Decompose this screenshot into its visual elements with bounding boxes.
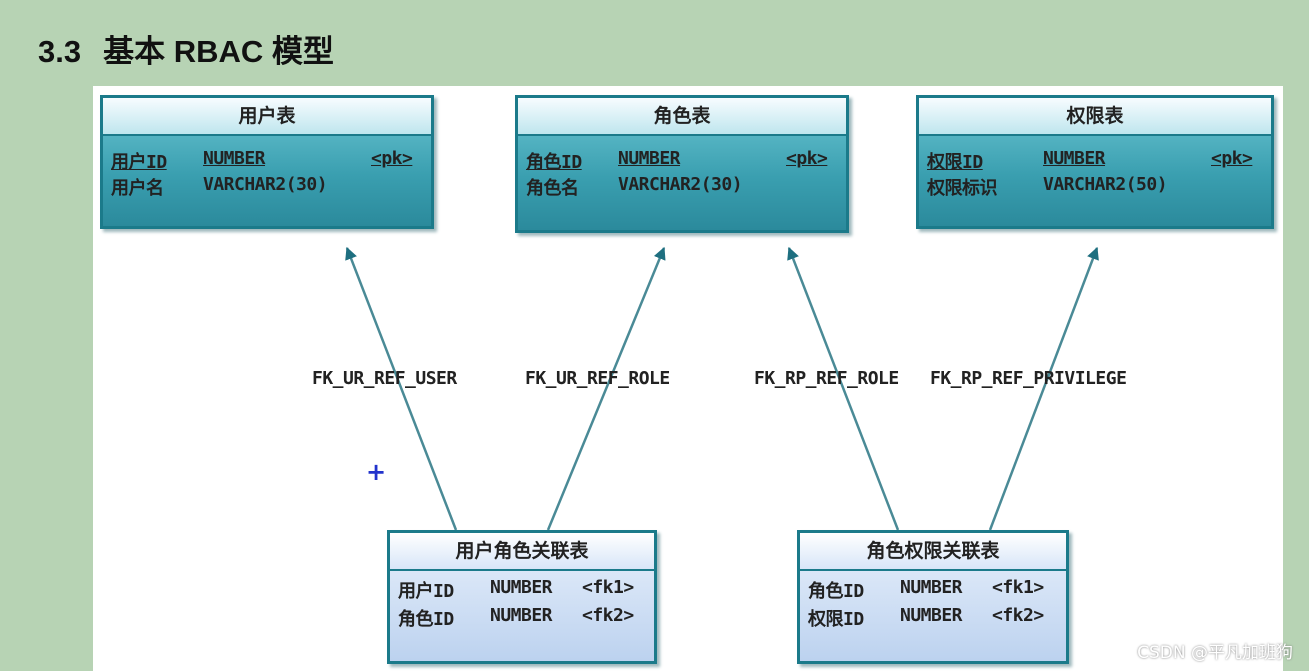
connector-ur-role — [546, 246, 666, 531]
table-privilege[interactable]: 权限表 权限ID NUMBER <pk> 权限标识 VARCHAR2(50) — [916, 95, 1274, 229]
table-role-privilege[interactable]: 角色权限关联表 角色ID NUMBER <fk1> 权限ID NUMBER <f… — [797, 530, 1069, 664]
column-type: NUMBER — [1043, 148, 1106, 169]
relation-label-rp-role: FK_RP_REF_ROLE — [754, 368, 899, 389]
column-type: VARCHAR2(30) — [203, 174, 328, 195]
watermark: CSDN @平凡加班狗 — [1137, 643, 1293, 663]
table-user-role[interactable]: 用户角色关联表 用户ID NUMBER <fk1> 角色ID NUMBER <f… — [387, 530, 657, 664]
table-title: 角色权限关联表 — [800, 533, 1066, 571]
table-title: 用户角色关联表 — [390, 533, 654, 571]
crosshair-cursor-icon: + — [366, 458, 387, 486]
column-type: NUMBER — [618, 148, 681, 169]
key-badge: <fk2> — [582, 605, 634, 626]
key-badge: <fk1> — [992, 577, 1044, 598]
connector-ur-user — [345, 246, 458, 531]
table-row: 用户ID — [111, 152, 167, 173]
table-role[interactable]: 角色表 角色ID NUMBER <pk> 角色名 VARCHAR2(30) — [515, 95, 849, 233]
column-type: VARCHAR2(30) — [618, 174, 743, 195]
key-badge: <fk2> — [992, 605, 1044, 626]
key-badge: <pk> — [371, 148, 413, 169]
section-heading: 3.3 基本 RBAC 模型 — [38, 26, 334, 71]
column-type: NUMBER — [490, 605, 553, 626]
section-number: 3.3 — [38, 34, 82, 69]
column-name: 角色ID — [398, 609, 454, 630]
column-type: NUMBER — [203, 148, 266, 169]
column-name: 权限标识 — [927, 178, 998, 199]
column-name: 角色ID — [808, 581, 864, 602]
table-title: 角色表 — [518, 98, 846, 136]
relation-label-ur-role: FK_UR_REF_ROLE — [525, 368, 670, 389]
column-type: NUMBER — [490, 577, 553, 598]
column-name: 权限ID — [927, 152, 983, 173]
column-name: 用户ID — [398, 581, 454, 602]
column-name: 角色ID — [526, 152, 582, 173]
column-name: 权限ID — [808, 609, 864, 630]
column-type: NUMBER — [900, 605, 963, 626]
column-type: NUMBER — [900, 577, 963, 598]
section-title: 基本 RBAC 模型 — [103, 34, 334, 69]
key-badge: <pk> — [786, 148, 828, 169]
connector-rp-privilege — [988, 246, 1099, 531]
column-name: 用户名 — [111, 178, 164, 199]
relation-label-rp-privilege: FK_RP_REF_PRIVILEGE — [930, 368, 1127, 389]
column-type: VARCHAR2(50) — [1043, 174, 1168, 195]
table-user[interactable]: 用户表 用户ID NUMBER <pk> 用户名 VARCHAR2(30) — [100, 95, 434, 229]
key-badge: <fk1> — [582, 577, 634, 598]
relation-label-ur-user: FK_UR_REF_USER — [312, 368, 457, 389]
column-name: 角色名 — [526, 178, 579, 199]
table-title: 用户表 — [103, 98, 431, 136]
table-title: 权限表 — [919, 98, 1271, 136]
key-badge: <pk> — [1211, 148, 1253, 169]
connector-rp-role — [787, 246, 900, 531]
